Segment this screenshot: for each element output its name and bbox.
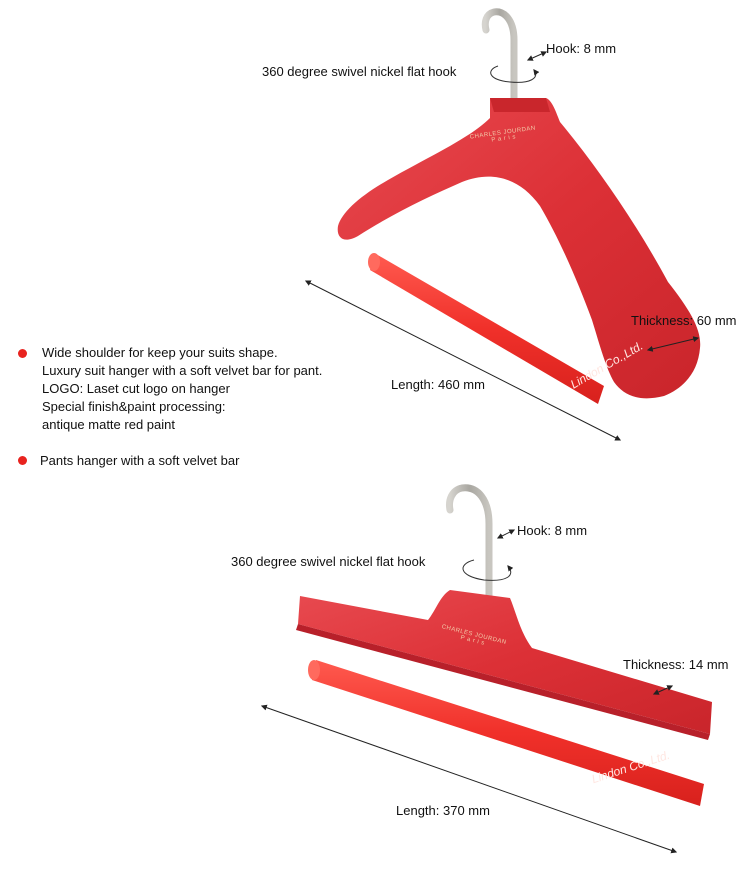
pants-length-arrow bbox=[260, 704, 678, 854]
suit-thickness-arrow bbox=[646, 336, 700, 352]
suit-hook-size: Hook: 8 mm bbox=[546, 41, 617, 56]
pants-length: Length: 370 mm bbox=[396, 803, 490, 818]
pants-thickness: Thickness: 14 mm bbox=[623, 657, 729, 672]
pants-hanger-body bbox=[298, 590, 712, 734]
suit-length-arrow bbox=[304, 280, 622, 441]
feature-line: LOGO: Laset cut logo on hanger bbox=[42, 381, 230, 396]
feature-line: antique matte red paint bbox=[42, 417, 175, 432]
suit-thickness: Thickness: 60 mm bbox=[631, 313, 737, 328]
pants-hook-label: 360 degree swivel nickel flat hook bbox=[231, 554, 426, 569]
pants-hanger bbox=[260, 484, 712, 854]
feature-line: Luxury suit hanger with a soft velvet ba… bbox=[42, 363, 323, 378]
feature-line: Special finish&paint processing: bbox=[42, 399, 226, 414]
suit-swivel-arrow bbox=[490, 65, 540, 83]
bullet-dot bbox=[18, 349, 27, 358]
suit-hook-label: 360 degree swivel nickel flat hook bbox=[262, 64, 457, 79]
suit-hook-size-arrow bbox=[526, 51, 548, 61]
feature-line: Pants hanger with a soft velvet bar bbox=[40, 453, 240, 468]
pants-hanger-hook bbox=[446, 484, 493, 602]
pants-hook-size: Hook: 8 mm bbox=[517, 523, 588, 538]
suit-length: Length: 460 mm bbox=[391, 377, 485, 392]
bullet-dot bbox=[18, 456, 27, 465]
pants-swivel-arrow bbox=[462, 559, 514, 581]
suit-hanger-hook bbox=[481, 8, 518, 104]
pants-hook-size-arrow bbox=[496, 529, 516, 539]
pants-thickness-arrow bbox=[652, 685, 674, 695]
feature-line: Wide shoulder for keep your suits shape. bbox=[42, 345, 278, 360]
suit-hanger bbox=[304, 8, 701, 441]
